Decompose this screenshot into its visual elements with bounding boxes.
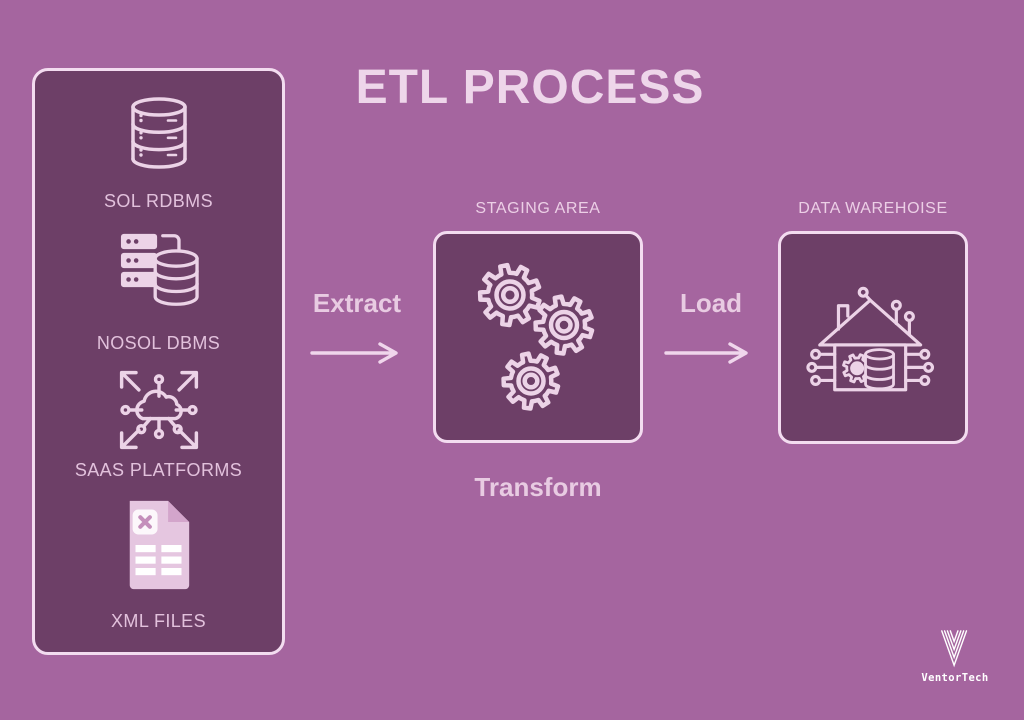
source-label: SOL RDBMS <box>104 191 213 211</box>
source-item-nosql-dbms: NOSOL DBMS <box>35 231 282 354</box>
source-label: XML FILES <box>111 611 206 631</box>
source-item-saas-platforms: SAAS PLATFORMS <box>35 364 282 481</box>
page-title: ETL PROCESS <box>355 61 705 114</box>
smart-warehouse-icon <box>806 286 935 392</box>
ventortech-v-icon <box>941 630 968 668</box>
data-warehouse-box <box>778 231 968 444</box>
data-sources-panel: SOL RDBMS <box>32 68 285 655</box>
ventortech-logo: VentorTech <box>905 628 1005 684</box>
source-item-xml-files: XML FILES <box>35 499 282 632</box>
database-icon <box>130 97 187 169</box>
xml-file-icon <box>129 500 190 590</box>
staging-area-box <box>433 231 643 443</box>
source-item-sql-rdbms: SOL RDBMS <box>35 97 282 212</box>
staging-area-title: STAGING AREA <box>475 200 601 217</box>
extract-label: Extract <box>312 288 402 318</box>
source-label: NOSOL DBMS <box>96 333 221 353</box>
load-arrow-icon <box>664 342 748 364</box>
cloud-network-icon <box>119 370 198 450</box>
load-label: Load <box>679 288 743 318</box>
data-warehouse-title: DATA WAREHOISE <box>798 200 948 217</box>
source-label: SAAS PLATFORMS <box>74 460 243 480</box>
gears-icon <box>477 262 595 411</box>
extract-arrow-icon <box>310 342 398 364</box>
logo-text: VentorTech <box>921 672 989 684</box>
server-database-icon <box>120 233 199 306</box>
transform-label: Transform <box>474 472 602 502</box>
